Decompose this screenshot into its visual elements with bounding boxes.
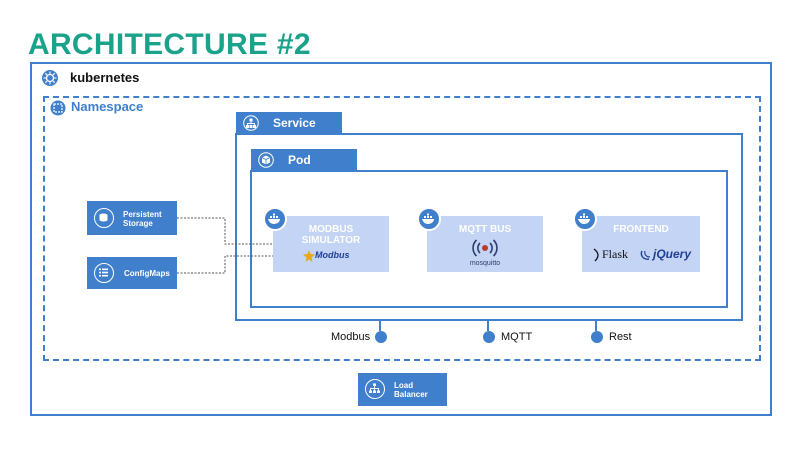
pod-header: Pod bbox=[251, 149, 357, 171]
port-dot-mqtt bbox=[483, 331, 495, 343]
persistent-storage-tile: Persistent Storage bbox=[87, 201, 177, 235]
namespace-label: Namespace bbox=[71, 99, 144, 114]
configmaps-label: ConfigMaps bbox=[124, 269, 170, 278]
frontend-title: FRONTEND bbox=[613, 224, 669, 235]
pod-icon bbox=[258, 152, 274, 168]
modbus-title-line1: MODBUS bbox=[308, 224, 354, 235]
load-balancer-line1: Load bbox=[394, 381, 414, 390]
service-icon bbox=[243, 115, 259, 131]
load-balancer-icon bbox=[365, 379, 385, 399]
configmaps-tile: ConfigMaps bbox=[87, 257, 177, 289]
load-balancer-tile: Load Balancer bbox=[358, 373, 447, 406]
persistent-storage-line1: Persistent bbox=[123, 210, 162, 219]
mosquitto-icon bbox=[471, 237, 499, 259]
frontend-container: FRONTEND Flask jQuery bbox=[582, 216, 700, 272]
mosquitto-logo-text: mosquitto bbox=[469, 260, 501, 267]
service-header: Service bbox=[236, 112, 342, 134]
docker-icon bbox=[573, 207, 597, 231]
load-balancer-line2: Balancer bbox=[394, 390, 428, 399]
mqtt-bus-container: MQTT BUS mosquitto bbox=[427, 216, 543, 272]
flask-logo: Flask bbox=[592, 247, 640, 263]
docker-icon bbox=[417, 207, 441, 231]
modbus-logo: Modbus bbox=[303, 250, 363, 264]
kubernetes-cluster-box bbox=[30, 62, 772, 416]
modbus-title-line2: SIMULATOR bbox=[301, 235, 361, 246]
service-label: Service bbox=[273, 116, 316, 130]
pod-box bbox=[250, 170, 728, 308]
port-label-modbus: Modbus bbox=[331, 331, 371, 343]
port-label-mqtt: MQTT bbox=[501, 331, 533, 343]
modbus-simulator-container: MODBUS SIMULATOR Modbus bbox=[273, 216, 389, 272]
port-label-rest: Rest bbox=[609, 331, 632, 343]
namespace-box bbox=[43, 96, 761, 361]
kubernetes-icon bbox=[41, 69, 59, 87]
pod-label: Pod bbox=[288, 153, 311, 167]
mqtt-title: MQTT BUS bbox=[458, 224, 512, 235]
storage-icon bbox=[94, 208, 114, 228]
kubernetes-label: kubernetes bbox=[70, 70, 140, 85]
configmap-icon bbox=[94, 263, 114, 283]
port-dot-rest bbox=[591, 331, 603, 343]
service-box bbox=[235, 133, 743, 321]
port-dot-modbus bbox=[375, 331, 387, 343]
namespace-icon bbox=[50, 100, 66, 116]
page-title: ARCHITECTURE #2 bbox=[28, 28, 311, 61]
jquery-logo: jQuery bbox=[640, 247, 698, 263]
persistent-storage-line2: Storage bbox=[123, 219, 153, 228]
docker-icon bbox=[263, 207, 287, 231]
